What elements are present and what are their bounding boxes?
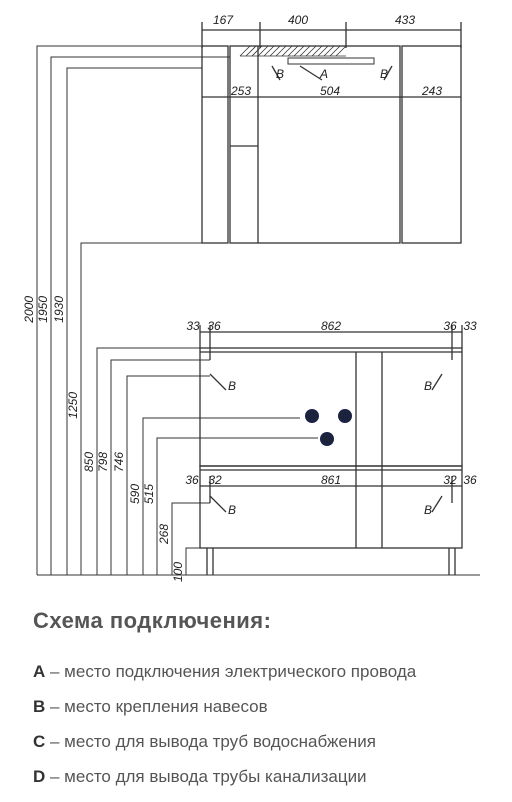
legend-letter-b: B	[33, 697, 46, 716]
vdim-590: 590	[128, 484, 142, 504]
base-dim-a: 33	[186, 319, 200, 333]
mirror-side-shelf	[201, 45, 229, 244]
mark-b-label-1: B	[276, 67, 284, 81]
legend-text-d: – место для вывода трубы канализации	[45, 767, 367, 786]
lamp-bar	[287, 57, 375, 65]
mark-a-label: A	[319, 67, 328, 81]
sewer-outlet-label: D	[324, 434, 331, 444]
vdim-798: 798	[96, 452, 110, 472]
mark-b-label-3: B	[228, 379, 236, 393]
vdim-1950: 1950	[36, 296, 50, 323]
connection-points	[305, 409, 352, 446]
vdim-1930: 1930	[52, 296, 66, 323]
mark-b-label-4: B	[424, 379, 432, 393]
legend-item-a: A – место подключения электрического про…	[33, 662, 416, 697]
legend-list: A – место подключения электрического про…	[33, 662, 416, 802]
vdim-746: 746	[112, 452, 126, 472]
water-outlet-left-marker	[305, 409, 319, 423]
base-dim-width: 862	[321, 319, 341, 333]
vdim-2000: 2000	[22, 296, 36, 324]
legend-text-c: – место для вывода труб водоснабжения	[45, 732, 376, 751]
legend-item-b: B – место крепления навесов	[33, 697, 416, 732]
mid-dim-a: 36	[185, 473, 199, 487]
sewer-outlet-marker	[320, 432, 334, 446]
mark-b-label-6: B	[424, 503, 432, 517]
legend-item-d: D – место для вывода трубы канализации	[33, 767, 416, 802]
technical-drawing: C C D 167 400 433 253 504 243 33 36 862 …	[22, 13, 480, 582]
mirror-right-cabinet	[401, 45, 462, 244]
base-dim-c: 36	[443, 319, 457, 333]
top-dim-left: 167	[213, 13, 234, 27]
mid-dim-d: 36	[463, 473, 477, 487]
mirror-dim-left: 253	[230, 84, 251, 98]
mark-b-label-5: B	[228, 503, 236, 517]
legend-text-b: – место крепления навесов	[45, 697, 268, 716]
vdim-1250: 1250	[66, 392, 80, 419]
base-dim-d: 33	[463, 319, 477, 333]
legend-letter-a: A	[33, 662, 46, 681]
mark-b-label-2: B	[380, 67, 388, 81]
water-outlet-left-label: C	[309, 411, 316, 421]
legend-letter-c: C	[33, 732, 46, 751]
legend-letter-d: D	[33, 767, 46, 786]
legend-item-c: C – место для вывода труб водоснабжения	[33, 732, 416, 767]
mirror-dim-center: 504	[320, 84, 340, 98]
legend-text-a: – место подключения электрического прово…	[45, 662, 417, 681]
mid-dim-b: 32	[208, 473, 222, 487]
vdim-100: 100	[171, 562, 185, 582]
water-outlet-right-marker	[338, 409, 352, 423]
top-dim-right: 433	[395, 13, 415, 27]
top-dim-center: 400	[288, 13, 308, 27]
mid-dim-c: 32	[443, 473, 457, 487]
vdim-268: 268	[157, 524, 171, 545]
base-top-section	[199, 347, 463, 467]
legend-title: Схема подключения:	[33, 608, 272, 633]
base-dim-b: 36	[207, 319, 221, 333]
mirror-dim-right: 243	[421, 84, 442, 98]
vdim-515: 515	[142, 484, 156, 504]
vdim-850: 850	[82, 452, 96, 472]
base-bottom-section	[199, 465, 463, 549]
water-outlet-right-label: C	[342, 411, 349, 421]
mid-dim-width: 861	[321, 473, 341, 487]
